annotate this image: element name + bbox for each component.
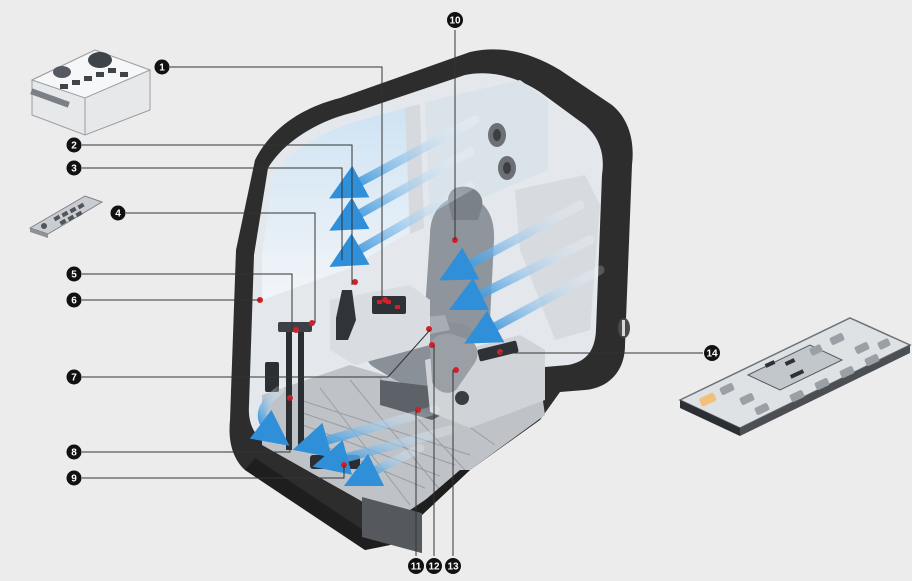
callout-7: 7: [66, 369, 82, 385]
airflow-arrow: [464, 265, 605, 344]
floor-vent-grille: [362, 496, 422, 554]
inset-monitor-panel: [678, 317, 912, 436]
leader-line-4: [126, 212, 316, 323]
monitor-display: [746, 344, 844, 391]
svg-text:3: 3: [71, 164, 77, 175]
leader-line-1: [170, 66, 383, 300]
left-switch-panel: [372, 296, 406, 314]
svg-text:2: 2: [71, 141, 77, 152]
cab-base: [245, 458, 470, 550]
callout-5: 5: [66, 266, 82, 282]
svg-text:7: 7: [71, 373, 77, 384]
callout-9: 9: [66, 470, 82, 486]
svg-text:6: 6: [71, 296, 77, 307]
svg-text:14: 14: [706, 349, 718, 360]
leader-line-8: [82, 398, 291, 453]
leader-line-5: [82, 273, 293, 330]
airflow-arrow: [292, 405, 440, 458]
callout-12: 12: [426, 558, 442, 574]
callout-10: 10: [447, 12, 463, 28]
svg-text:5: 5: [71, 270, 77, 281]
leader-line-3: [82, 167, 343, 260]
airflow-arrow: [329, 181, 475, 267]
callout-6: 6: [66, 292, 82, 308]
callout-11: 11: [408, 558, 424, 574]
svg-text:4: 4: [115, 209, 121, 220]
callout-8: 8: [66, 444, 82, 460]
leader-lines: [82, 30, 703, 556]
key-switch-icon: [53, 66, 71, 78]
console-knob: [455, 391, 469, 405]
airflow-arrow: [329, 147, 475, 231]
airflow-arrow: [343, 443, 425, 487]
left-joystick: [336, 290, 356, 340]
callout-13: 13: [445, 558, 461, 574]
leader-line-9: [82, 465, 345, 479]
left-console: [330, 285, 430, 365]
callout-14: 14: [704, 345, 720, 361]
leader-line-7: [82, 329, 431, 378]
svg-text:1: 1: [159, 63, 165, 74]
svg-text:9: 9: [71, 474, 77, 485]
svg-text:8: 8: [71, 448, 77, 459]
monitor-button-highlighted: [699, 392, 717, 407]
airflow-arrow: [439, 200, 585, 281]
airflow-arrow: [329, 115, 480, 199]
callout-4: 4: [110, 205, 126, 221]
airflow-arrows: [249, 115, 605, 487]
leader-line-2: [82, 144, 353, 285]
callout-2: 2: [66, 137, 82, 153]
airflow-arrow: [249, 385, 290, 446]
airflow-arrow: [448, 235, 595, 311]
inset-switch-box: [30, 49, 152, 136]
callout-1: 1: [154, 59, 170, 75]
callout-3: 3: [66, 160, 82, 176]
rotary-knob-icon: [88, 52, 112, 68]
svg-text:13: 13: [447, 562, 459, 573]
callout-badges: 1 2 3 4 5 6 7 8: [66, 12, 720, 574]
inset-keypad: [28, 195, 104, 238]
svg-text:11: 11: [411, 562, 422, 573]
right-console: [425, 333, 545, 428]
rear-vents: [488, 123, 516, 180]
svg-text:10: 10: [449, 16, 461, 27]
window-pillar: [405, 104, 424, 234]
svg-text:12: 12: [428, 562, 440, 573]
rear-window: [425, 80, 548, 220]
